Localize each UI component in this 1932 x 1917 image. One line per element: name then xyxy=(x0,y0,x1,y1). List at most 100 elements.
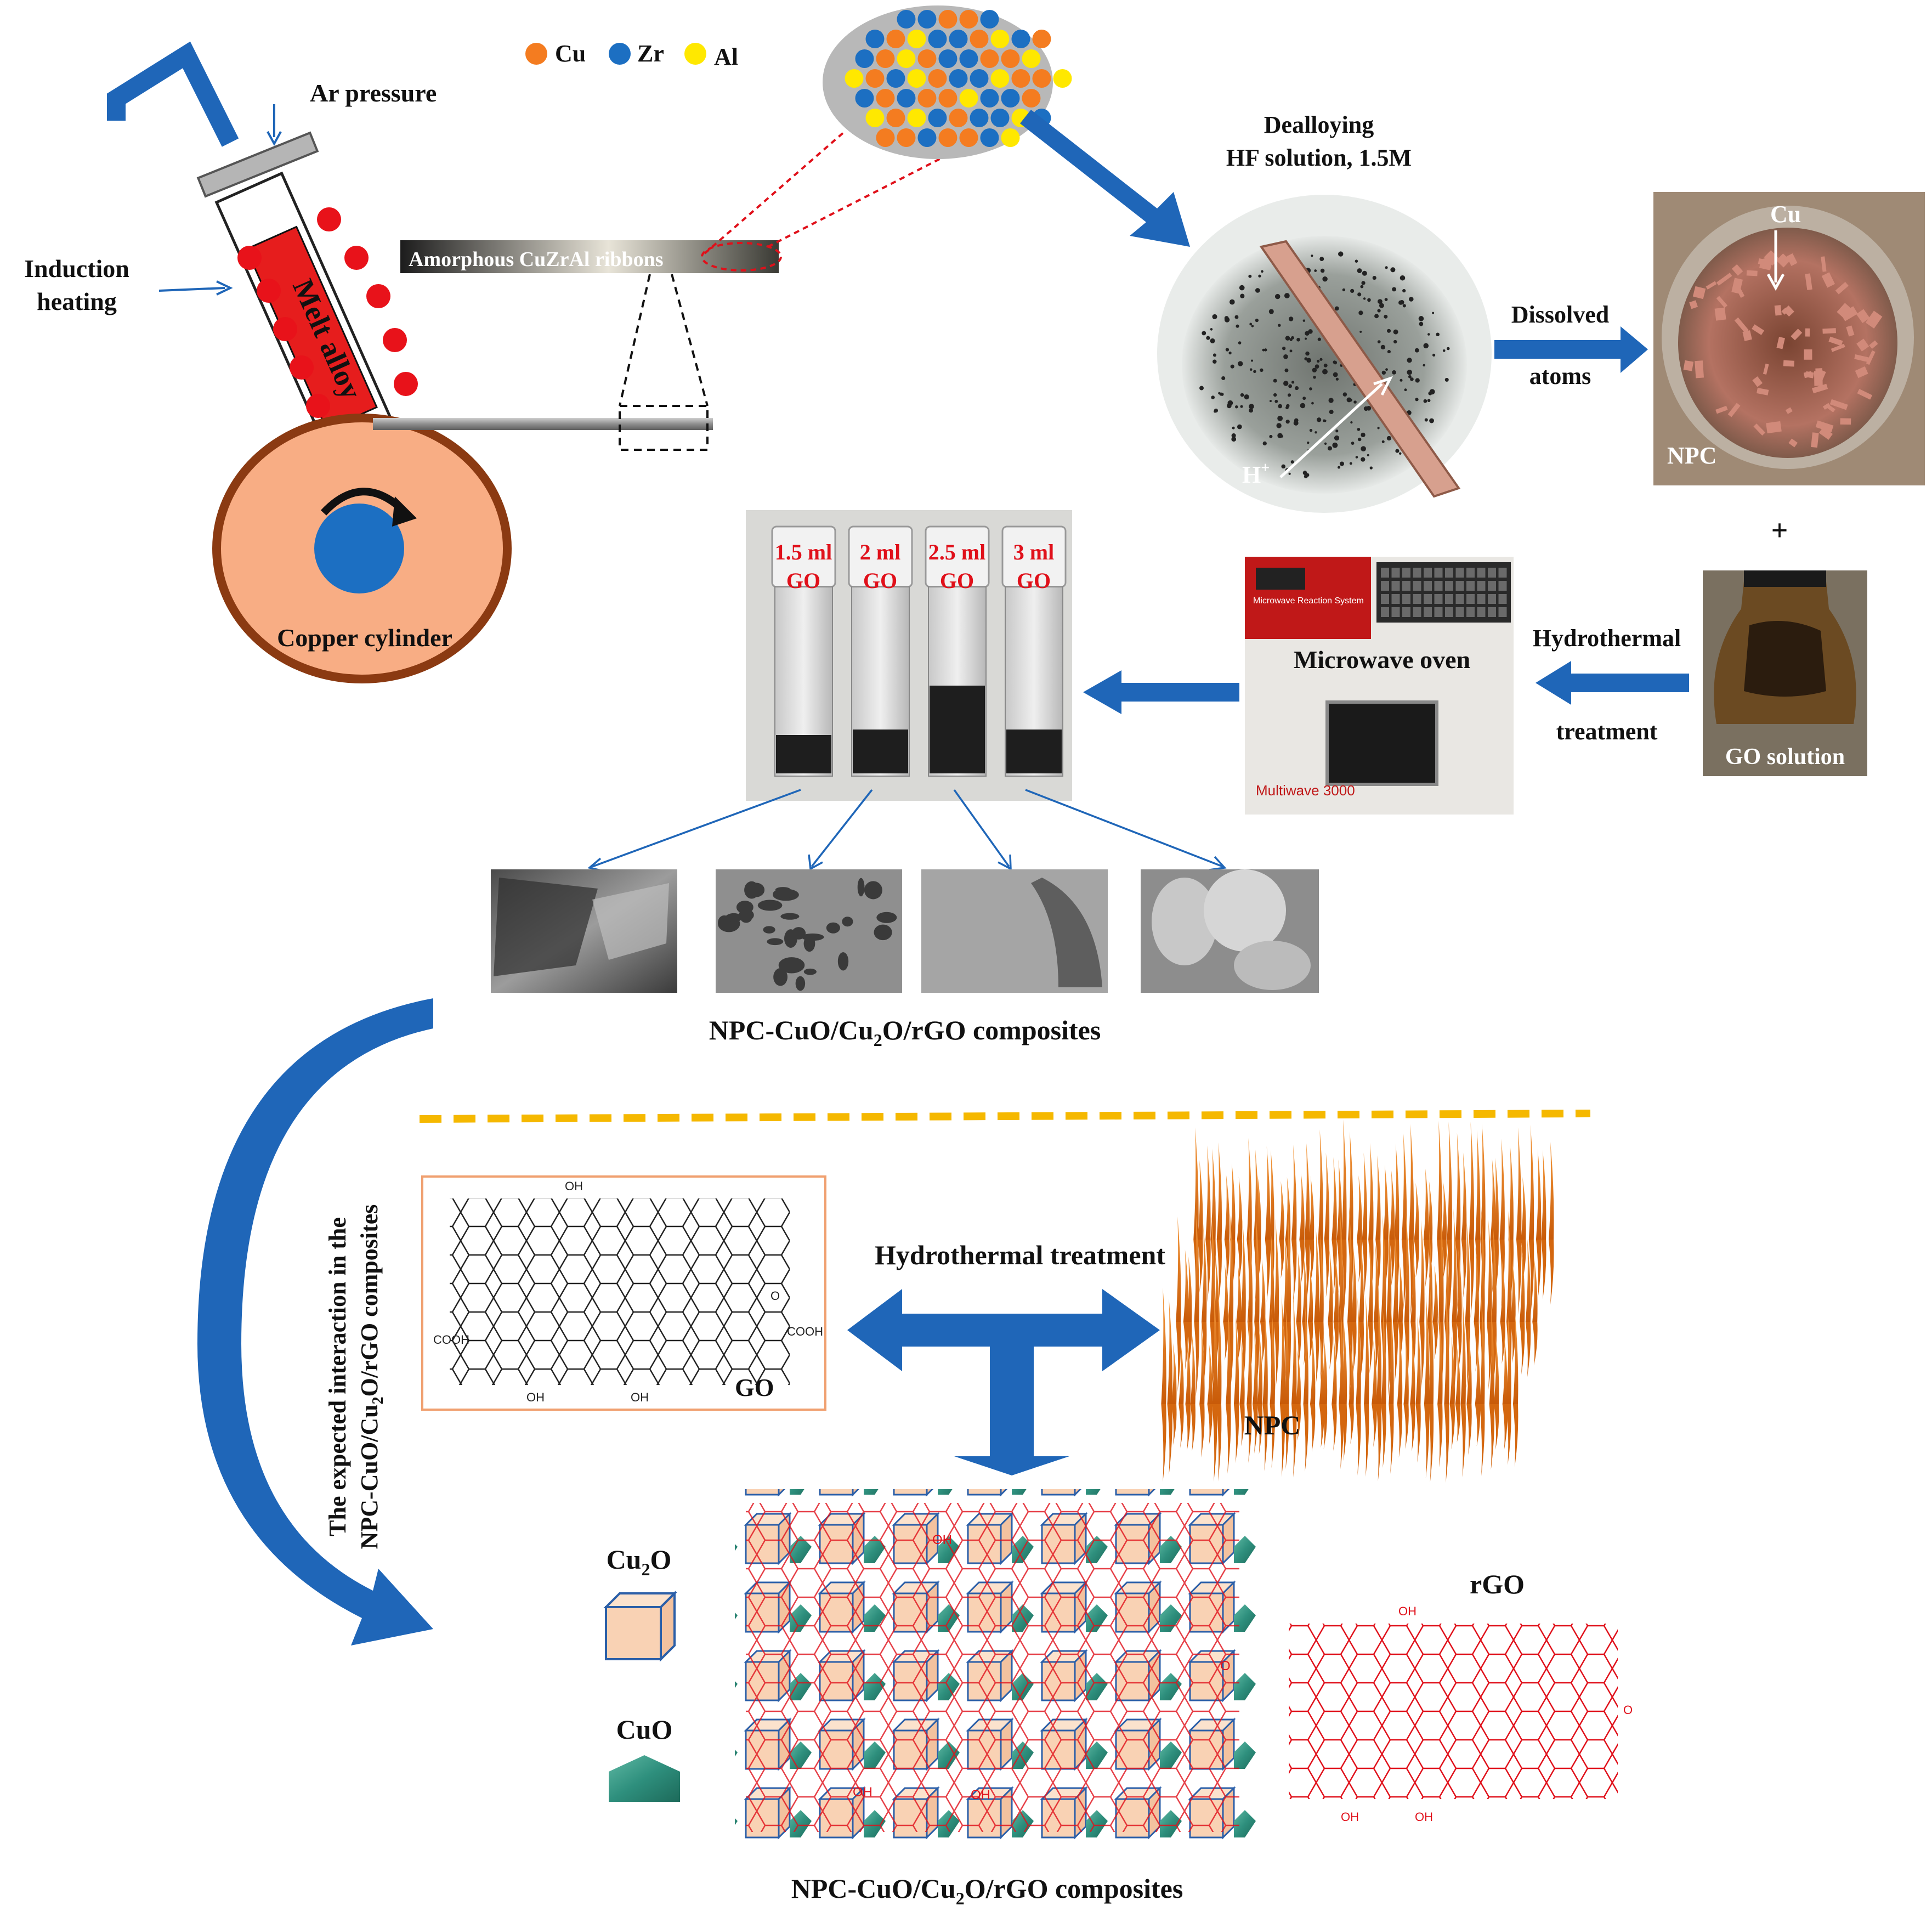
npc-spike xyxy=(1376,1288,1382,1404)
atom xyxy=(928,109,947,127)
npc-spike xyxy=(1549,1141,1554,1240)
to-vials-arrow xyxy=(1119,683,1239,702)
npc-spike xyxy=(1185,1334,1191,1404)
npc-spike xyxy=(1187,1256,1192,1322)
atom xyxy=(938,89,957,108)
npc-spike xyxy=(1285,1177,1291,1240)
npc-spike xyxy=(1279,1294,1285,1404)
npc-spike xyxy=(1183,1249,1189,1322)
npc-spike xyxy=(1240,1217,1246,1322)
npc-spike xyxy=(1441,1181,1447,1240)
npc-spike xyxy=(1383,1164,1389,1240)
atom xyxy=(886,69,905,88)
npc-spike xyxy=(1279,1181,1284,1240)
atom xyxy=(970,69,989,88)
npc-spike xyxy=(1260,1259,1266,1322)
atom xyxy=(845,69,864,88)
npc-spike xyxy=(1223,1264,1228,1322)
npc-spike xyxy=(1520,1242,1525,1322)
npc-spike xyxy=(1392,1228,1398,1322)
dealloying-title: Dealloying xyxy=(1264,111,1374,138)
to-dealloying-arrow xyxy=(1020,110,1190,247)
npc-spike xyxy=(1356,1297,1361,1404)
svg-text:OH: OH xyxy=(971,1788,990,1802)
npc-photo: Cu NPC xyxy=(1653,192,1925,485)
npc-spike xyxy=(1489,1305,1495,1404)
npc-spike xyxy=(1347,1206,1353,1322)
cuo-pyramid-icon xyxy=(609,1755,680,1802)
sem-images xyxy=(491,869,1319,993)
npc-spike xyxy=(1341,1119,1347,1240)
vial-liquid xyxy=(853,730,908,773)
hydrothermal-treatment-label: Hydrothermal treatment xyxy=(875,1240,1165,1270)
atom xyxy=(865,69,885,88)
npc-spike xyxy=(1532,1256,1538,1322)
npc-spike xyxy=(1506,1211,1512,1322)
npc-spike xyxy=(1236,1264,1242,1322)
npc-spike xyxy=(1493,1336,1499,1404)
hydrothermal-label-line1: Hydrothermal xyxy=(1533,625,1681,652)
amorphous-ribbon-label: Amorphous CuZrAl ribbons xyxy=(409,248,664,271)
atom xyxy=(907,69,926,88)
npc-spike xyxy=(1465,1222,1470,1322)
npc-spike xyxy=(1179,1338,1184,1404)
npc-spike xyxy=(1230,1163,1236,1240)
npc-spike xyxy=(1224,1174,1230,1240)
npc-spike xyxy=(1205,1145,1211,1240)
npc-spike xyxy=(1303,1303,1308,1404)
npc-spike xyxy=(1469,1121,1475,1240)
go-solution-photo: GO solution xyxy=(1703,570,1867,776)
composites-title-bottom: NPC-CuO/Cu2O/rGO composites xyxy=(791,1873,1183,1908)
induction-pointer xyxy=(158,287,225,292)
microwave-oven-label: Microwave oven xyxy=(1294,646,1470,674)
npc-spike xyxy=(1319,1338,1324,1404)
atom xyxy=(980,10,999,29)
svg-text:OH: OH xyxy=(631,1390,649,1404)
npc-spike xyxy=(1295,1349,1301,1404)
atom xyxy=(928,69,947,88)
cu-legend-dot xyxy=(525,43,547,65)
npc-spike xyxy=(1349,1344,1354,1404)
npc-spike xyxy=(1308,1176,1315,1240)
npc-spike xyxy=(1265,1146,1271,1240)
npc-spike xyxy=(1438,1201,1444,1322)
npc-spike xyxy=(1284,1307,1289,1404)
npc-spike xyxy=(1408,1123,1414,1240)
npc-spike xyxy=(1493,1157,1499,1240)
npc-spike xyxy=(1506,1313,1511,1404)
npc-spike xyxy=(1444,1286,1449,1404)
npc-spike xyxy=(1419,1220,1425,1322)
npc-spike xyxy=(1516,1127,1522,1240)
npc-spike xyxy=(1427,1181,1433,1240)
atom xyxy=(938,128,957,147)
npc-spike xyxy=(1455,1132,1461,1240)
vial-go-label: GO xyxy=(1017,568,1051,593)
npc-spike xyxy=(1394,1143,1400,1240)
npc-spike xyxy=(1512,1309,1519,1404)
cu2o-cube-icon xyxy=(603,1591,677,1662)
dealloying-subtitle: HF solution, 1.5M xyxy=(1226,144,1412,171)
atom xyxy=(897,10,916,29)
atom xyxy=(1053,69,1072,88)
atom xyxy=(980,89,999,108)
go-structure-label: GO xyxy=(735,1373,774,1401)
npc-spike xyxy=(1339,1307,1344,1404)
atom xyxy=(897,89,916,108)
npc-spike xyxy=(1198,1160,1203,1240)
vial-liquid xyxy=(1006,730,1062,773)
npc-spike xyxy=(1296,1251,1301,1322)
atom xyxy=(1011,69,1030,88)
npc-spike xyxy=(1318,1234,1324,1322)
interaction-curved-arrow xyxy=(197,998,433,1645)
npc-structure-label: NPC xyxy=(1244,1410,1301,1440)
npc-spike xyxy=(1510,1260,1516,1322)
npc-spike xyxy=(1437,1121,1442,1240)
atom xyxy=(855,89,874,108)
svg-text:COOH: COOH xyxy=(787,1325,823,1338)
atom xyxy=(990,69,1010,88)
npc-spike xyxy=(1389,1169,1395,1240)
atom xyxy=(938,49,957,68)
copper-cylinder-label: Copper cylinder xyxy=(277,624,452,652)
atom xyxy=(917,128,937,147)
